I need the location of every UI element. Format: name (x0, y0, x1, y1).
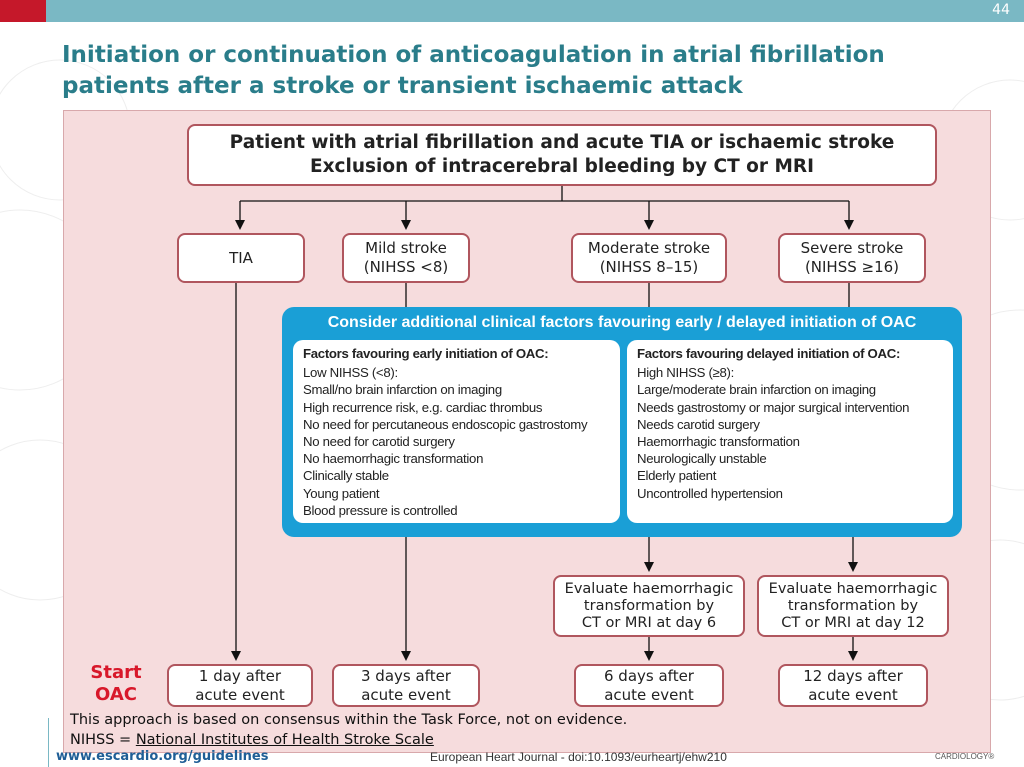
footnote-prefix: NIHSS = (70, 732, 136, 748)
list-item: Neurologically unstable (637, 451, 767, 467)
evaluate-line-2: transformation by (583, 597, 715, 614)
category-label: Moderate stroke (587, 239, 711, 257)
list-item: Needs gastrostomy or major surgical inte… (637, 399, 910, 415)
evaluate-line-2: transformation by (787, 597, 919, 614)
category-label: Severe stroke (800, 239, 904, 257)
list-item: Large/moderate brain infarction on imagi… (637, 382, 876, 398)
list-item: High NIHSS (≥8): (637, 365, 734, 381)
outcome-line-1: 3 days after (361, 666, 451, 685)
category-severe-stroke-box: Severe stroke (NIHSS ≥16) (778, 233, 926, 283)
journal-citation: European Heart Journal - doi:10.1093/eur… (430, 750, 727, 764)
list-item: Low NIHSS (<8): (303, 365, 398, 381)
category-sublabel: (NIHSS ≥16) (804, 258, 900, 276)
start-oac-label: Start OAC (70, 662, 162, 706)
outcome-line-1: 6 days after (604, 666, 694, 685)
early-factors-heading: Factors favouring early initiation of OA… (303, 346, 549, 361)
list-item: Haemorrhagic transformation (637, 434, 800, 450)
clinical-factors-title: Consider additional clinical factors fav… (327, 314, 917, 331)
category-sublabel: (NIHSS 8–15) (599, 258, 699, 276)
root-line-2: Exclusion of intracerebral bleeding by C… (309, 156, 814, 177)
delayed-factors-heading: Factors favouring delayed initiation of … (637, 346, 901, 361)
outcome-line-2: acute event (604, 685, 694, 704)
list-item: Needs carotid surgery (637, 416, 760, 432)
evaluate-day-6-box: Evaluate haemorrhagic transformation by … (553, 575, 745, 637)
footnote-nihss: NIHSS = National Institutes of Health St… (70, 732, 434, 748)
nihss-link[interactable]: National Institutes of Health Stroke Sca… (135, 732, 434, 748)
slide-number: 44 (992, 2, 1010, 18)
evaluate-line-3: CT or MRI at day 12 (781, 614, 925, 631)
slide-title: Initiation or continuation of anticoagul… (62, 40, 1002, 102)
list-item: No need for carotid surgery (303, 434, 455, 450)
root-line-1: Patient with atrial fibrillation and acu… (229, 132, 895, 153)
cardiology-logo: CARDIOLOGY® (935, 752, 995, 761)
list-item: No haemorrhagic transformation (303, 451, 484, 467)
outcome-line-1: 1 day after (198, 666, 282, 685)
category-sublabel: (NIHSS <8) (363, 258, 449, 276)
guidelines-url[interactable]: www.escardio.org/guidelines (56, 749, 269, 764)
list-item: Young patient (303, 485, 380, 501)
start-oac-line-2: OAC (95, 684, 137, 705)
list-item: Elderly patient (637, 468, 717, 484)
category-tia-box: TIA (177, 233, 305, 283)
left-divider-line (48, 718, 49, 767)
evaluate-line-3: CT or MRI at day 6 (581, 614, 717, 631)
early-factors-box: Factors favouring early initiation of OA… (293, 340, 620, 523)
delayed-factors-box: Factors favouring delayed initiation of … (627, 340, 953, 523)
top-bar (0, 0, 1024, 22)
evaluate-line-1: Evaluate haemorrhagic (768, 580, 938, 597)
outcome-line-2: acute event (361, 685, 451, 704)
category-mild-stroke-box: Mild stroke (NIHSS <8) (342, 233, 470, 283)
category-label: TIA (229, 248, 253, 267)
outcome-line-2: acute event (195, 685, 285, 704)
title-line-1: Initiation or continuation of anticoagul… (62, 42, 885, 68)
list-item: Clinically stable (303, 468, 389, 484)
outcome-line-2: acute event (808, 685, 898, 704)
category-moderate-stroke-box: Moderate stroke (NIHSS 8–15) (571, 233, 727, 283)
top-accent-block (0, 0, 46, 22)
list-item: No need for percutaneous endoscopic gast… (303, 416, 588, 432)
list-item: Blood pressure is controlled (303, 502, 458, 518)
root-patient-box: Patient with atrial fibrillation and acu… (187, 124, 937, 186)
outcome-line-1: 12 days after (803, 666, 903, 685)
title-line-2: patients after a stroke or transient isc… (62, 73, 743, 99)
start-oac-line-1: Start (90, 662, 142, 683)
evaluate-line-1: Evaluate haemorrhagic (564, 580, 734, 597)
evaluate-day-12-box: Evaluate haemorrhagic transformation by … (757, 575, 949, 637)
list-item: High recurrence risk, e.g. cardiac throm… (303, 399, 543, 415)
list-item: Uncontrolled hypertension (637, 485, 783, 501)
category-label: Mild stroke (365, 239, 447, 257)
footnote-consensus: This approach is based on consensus with… (70, 712, 628, 728)
list-item: Small/no brain infarction on imaging (303, 382, 502, 398)
